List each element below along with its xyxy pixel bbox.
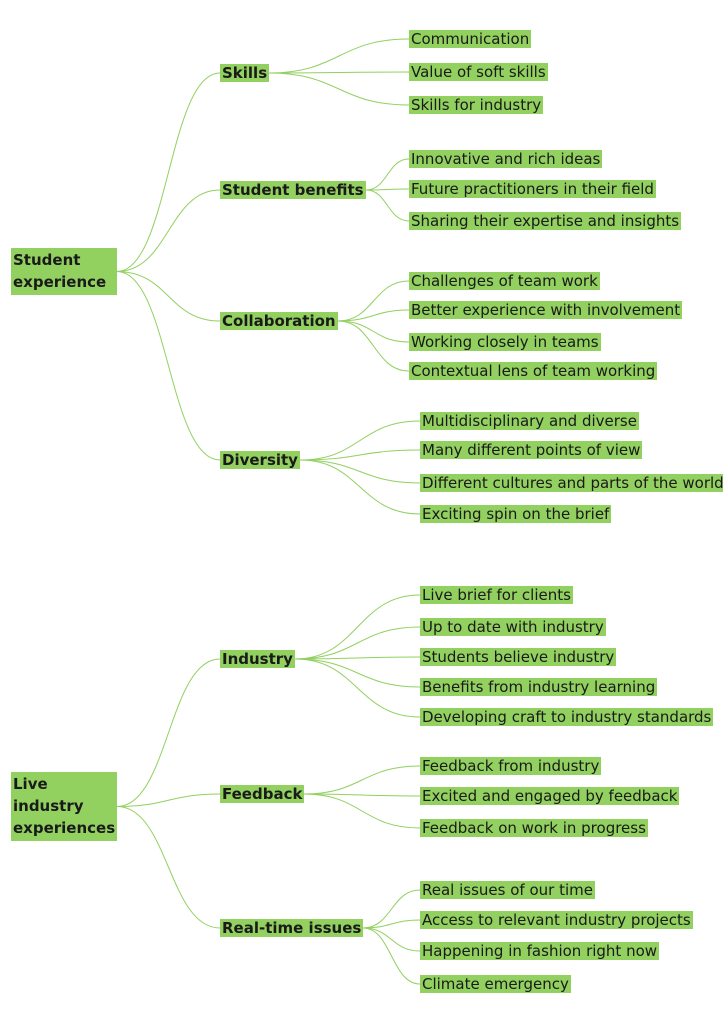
branch-leaf-connector — [303, 765, 421, 795]
leaf-node: Real issues of our time — [420, 881, 595, 900]
leaf-node: Contextual lens of team working — [409, 362, 658, 381]
leaf-node: Developing craft to industry standards — [420, 708, 714, 727]
leaf-node: Working closely in teams — [409, 333, 601, 352]
leaf-node: Challenges of team work — [409, 272, 600, 291]
branch-leaf-connector — [365, 189, 410, 222]
branch-node: Collaboration — [220, 312, 338, 331]
branch-leaf-connector — [337, 309, 410, 322]
branch-leaf-connector — [362, 927, 421, 952]
branch-leaf-connector — [299, 449, 421, 461]
branch-node: Industry — [220, 650, 295, 669]
root-node: Student experience — [11, 248, 117, 295]
leaf-node: Access to relevant industry projects — [420, 911, 693, 930]
leaf-node: Sharing their expertise and insights — [409, 212, 682, 231]
leaf-node: Many different points of view — [420, 441, 643, 460]
leaf-node: Better experience with involvement — [409, 301, 683, 320]
branch-leaf-connector — [268, 72, 410, 106]
branch-leaf-connector — [299, 459, 421, 515]
branch-leaf-connector — [365, 158, 410, 191]
branch-leaf-connector — [268, 71, 410, 74]
leaf-node: Live brief for clients — [420, 586, 573, 605]
root-branch-connector — [116, 271, 221, 461]
root-branch-connector — [116, 271, 221, 322]
leaf-node: Up to date with industry — [420, 618, 606, 637]
leaf-node: Benefits from industry learning — [420, 678, 658, 697]
branch-leaf-connector — [362, 889, 421, 929]
branch-leaf-connector — [268, 38, 410, 74]
branch-node: Student benefits — [220, 181, 366, 200]
branch-leaf-connector — [365, 188, 410, 191]
root-branch-connector — [116, 806, 221, 929]
branch-leaf-connector — [294, 658, 421, 688]
leaf-node: Happening in fashion right now — [420, 942, 660, 961]
leaf-node: Different cultures and parts of the worl… — [420, 474, 723, 493]
leaf-node: Students believe industry — [420, 648, 617, 667]
root-branch-connector — [116, 72, 221, 272]
branch-node: Real-time issues — [220, 919, 364, 938]
root-branch-connector — [116, 189, 221, 272]
leaf-node: Feedback from industry — [420, 757, 602, 776]
root-node: Live industry experiences — [11, 772, 117, 841]
root-branch-connector — [116, 658, 221, 807]
leaf-node: Future practitioners in their field — [409, 180, 656, 199]
branch-leaf-connector — [303, 793, 421, 829]
leaf-node: Climate emergency — [420, 975, 571, 994]
leaf-node: Innovative and rich ideas — [409, 150, 603, 169]
leaf-node: Feedback on work in progress — [420, 819, 648, 838]
branch-leaf-connector — [303, 793, 421, 797]
branch-leaf-connector — [299, 459, 421, 484]
leaf-node: Communication — [409, 30, 532, 49]
branch-node: Skills — [220, 64, 270, 83]
branch-leaf-connector — [294, 594, 421, 660]
branch-leaf-connector — [337, 320, 410, 343]
branch-leaf-connector — [294, 658, 421, 718]
branch-leaf-connector — [337, 320, 410, 372]
leaf-node: Exciting spin on the brief — [420, 505, 612, 524]
branch-leaf-connector — [362, 919, 421, 929]
branch-leaf-connector — [294, 656, 421, 660]
branch-leaf-connector — [294, 626, 421, 660]
branch-node: Diversity — [220, 451, 300, 470]
branch-leaf-connector — [337, 280, 410, 322]
branch-leaf-connector — [299, 420, 421, 461]
leaf-node: Excited and engaged by feedback — [420, 787, 680, 806]
branch-leaf-connector — [362, 927, 421, 985]
leaf-node: Value of soft skills — [409, 63, 548, 82]
leaf-node: Multidisciplinary and diverse — [420, 412, 639, 431]
branch-node: Feedback — [220, 785, 305, 804]
root-branch-connector — [116, 793, 221, 807]
leaf-node: Skills for industry — [409, 96, 544, 115]
